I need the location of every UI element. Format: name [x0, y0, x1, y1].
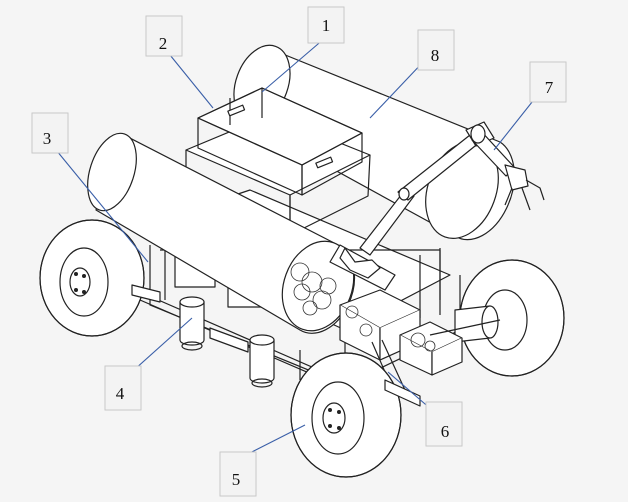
callout-7: 7	[529, 61, 567, 103]
callout-6: 6	[425, 401, 463, 447]
wheel-right-front	[290, 352, 421, 478]
callout-label-8: 8	[431, 46, 440, 65]
callout-label-6: 6	[441, 422, 450, 441]
wheel-left-front	[39, 219, 161, 337]
callout-label-3: 3	[43, 129, 52, 148]
callout-label-5: 5	[232, 470, 241, 489]
storage-basket	[185, 87, 371, 236]
drive-module	[339, 289, 501, 396]
callout-label-4: 4	[116, 384, 125, 403]
motor-units	[179, 296, 275, 388]
callout-1: 1	[307, 6, 345, 44]
callout-8: 8	[417, 29, 455, 71]
callout-5: 5	[219, 451, 257, 497]
callout-label-7: 7	[545, 78, 554, 97]
robotic-arm	[329, 121, 545, 291]
callout-3: 3	[31, 112, 69, 154]
wheel-right-rear	[454, 259, 565, 377]
callout-label-2: 2	[159, 34, 168, 53]
callout-label-1: 1	[322, 16, 331, 35]
callout-2: 2	[145, 15, 183, 57]
callout-4: 4	[104, 365, 142, 411]
